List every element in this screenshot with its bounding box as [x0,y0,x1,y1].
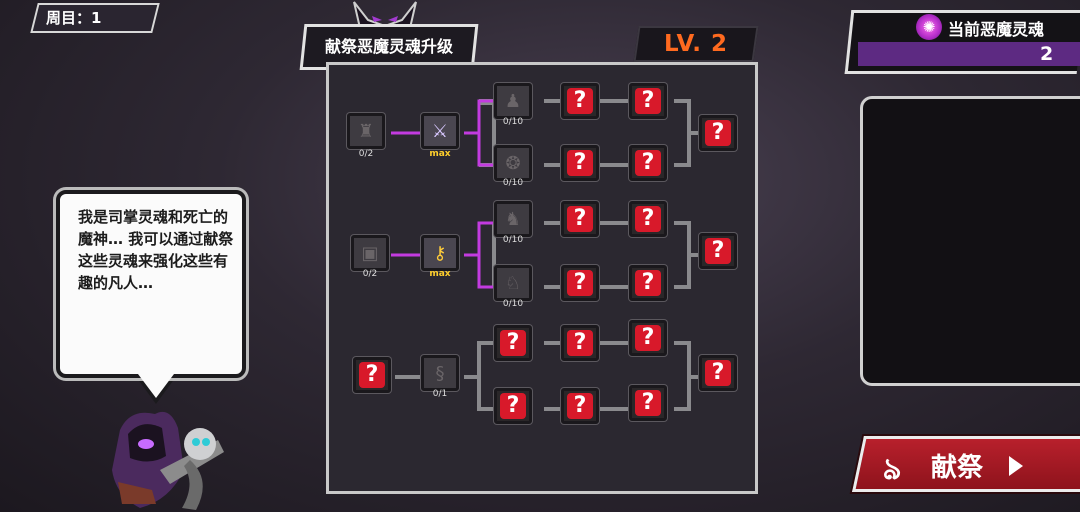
question-mark-icon: ? [705,360,731,386]
play-arrow-icon [1009,456,1023,476]
question-mark-icon: ? [635,88,661,114]
swirl-soul-icon: ✺ [916,14,942,40]
max-label: max [429,269,451,279]
warrior-icon: ♞ [504,208,522,230]
speech-bubble: 我是司掌灵魂和死亡的魔神… 我可以通过献祭这些灵魂来强化这些有趣的凡人… [56,190,246,378]
locked-node[interactable]: ? [629,320,667,356]
locked-node[interactable]: ? [699,355,737,391]
locked-node[interactable]: ? [629,201,667,237]
locked-node[interactable]: ? [561,201,599,237]
axe-relic-node[interactable]: ⚔ [421,113,459,149]
robed-figure-node[interactable]: ♟ [494,83,532,119]
locked-node[interactable]: ? [561,388,599,424]
robed-figure-icon: ♟ [504,90,522,112]
locked-node[interactable]: ? [699,233,737,269]
question-mark-icon: ? [359,362,385,388]
locked-node[interactable]: ? [561,83,599,119]
soul-label: 当前恶魔灵魂 [948,20,1045,39]
max-label: max [429,149,451,159]
cycle-badge: 周目：1 [30,3,160,33]
node-count: 0/1 [432,389,448,399]
locked-node[interactable]: ? [353,357,391,393]
question-mark-icon: ? [705,238,731,264]
node-count: 0/10 [502,235,524,245]
beast-node[interactable]: ♘ [494,265,532,301]
locked-node[interactable]: ? [561,325,599,361]
chest-icon: ▣ [361,242,379,264]
soul-upgrade-tree: ♜ 0/2 ⚔ max ♟ 0/10 ❂ 0/10 ? ? ? ? ? ▣ 0/… [326,62,758,494]
question-mark-icon: ? [635,270,661,296]
demon-sigil-icon: ঌ [883,452,902,487]
question-mark-icon: ? [567,270,593,296]
question-mark-icon: ? [500,393,526,419]
question-mark-icon: ? [500,330,526,356]
soul-value: 2 [1040,43,1054,65]
node-detail-panel [860,96,1080,386]
chest-node[interactable]: ▣ [351,235,389,271]
creature-node[interactable]: ❂ [494,145,532,181]
level-label: LV. 2 [663,31,729,57]
question-mark-icon: ? [635,390,661,416]
demon-god-character [112,411,224,510]
question-mark-icon: ? [567,88,593,114]
sacrifice-label: 献祭 [931,453,984,483]
sacrifice-button[interactable]: ঌ 献祭 [852,436,1080,492]
panel-title: 献祭恶魔灵魂升级 [324,37,453,56]
locked-node[interactable]: ? [699,115,737,151]
question-mark-icon: ? [635,325,661,351]
question-mark-icon: ? [567,150,593,176]
question-mark-icon: ? [635,150,661,176]
serpent-icon: § [435,362,445,384]
question-mark-icon: ? [567,330,593,356]
question-mark-icon: ? [635,206,661,232]
relic-hat-node[interactable]: ♜ [347,113,385,149]
locked-node[interactable]: ? [629,385,667,421]
tree-connectors [391,99,701,411]
question-mark-icon: ? [705,120,731,146]
serpent-node[interactable]: § [421,355,459,391]
question-mark-icon: ? [567,206,593,232]
locked-node[interactable]: ? [494,388,532,424]
locked-node[interactable]: ? [629,83,667,119]
key-icon: ⚷ [433,242,447,264]
speech-text: 我是司掌灵魂和死亡的魔神… 我可以通过献祭这些灵魂来强化这些有趣的凡人… [78,208,234,292]
node-count: 0/10 [502,178,524,188]
node-count: 0/2 [362,269,378,279]
node-count: 0/2 [358,149,374,159]
locked-node[interactable]: ? [561,145,599,181]
node-count: 0/10 [502,117,524,127]
axe-icon: ⚔ [431,120,449,142]
beast-icon: ♘ [504,272,522,294]
level-plate: LV. 2 [633,26,759,62]
warrior-node[interactable]: ♞ [494,201,532,237]
locked-node[interactable]: ? [561,265,599,301]
locked-node[interactable]: ? [629,145,667,181]
question-mark-icon: ? [567,393,593,419]
cycle-label: 周目：1 [46,9,102,27]
soul-value-bar [858,42,1080,66]
node-count: 0/10 [502,299,524,309]
key-relic-node[interactable]: ⚷ [421,235,459,271]
creature-icon: ❂ [505,152,521,174]
speech-tail [138,374,174,398]
locked-node[interactable]: ? [629,265,667,301]
hat-icon: ♜ [357,120,375,142]
locked-node[interactable]: ? [494,325,532,361]
